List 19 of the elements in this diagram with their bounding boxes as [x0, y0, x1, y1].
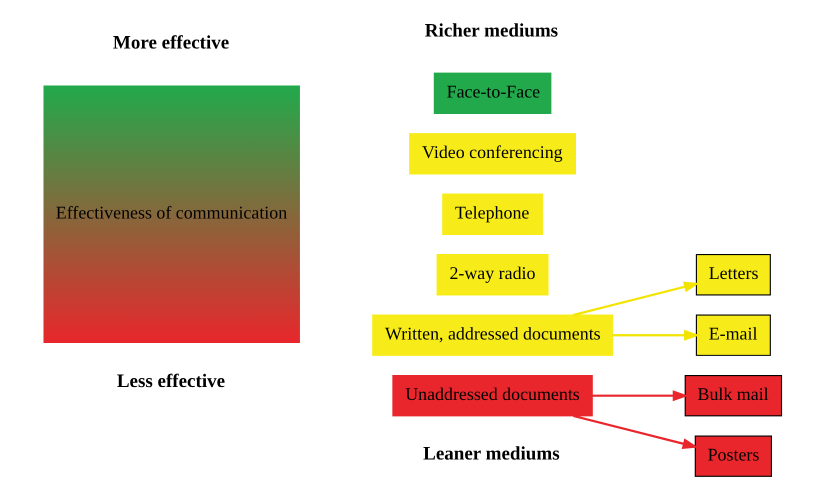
- node-box: Bulk mail: [684, 374, 782, 416]
- arrow: [592, 390, 688, 402]
- node-box: Telephone: [442, 194, 543, 235]
- label: More effective: [112, 32, 230, 54]
- node-box: Face-to-Face: [434, 72, 552, 114]
- node-box: Video conferencing: [409, 133, 576, 174]
- node-box: Letters: [696, 254, 771, 296]
- label: Richer mediums: [424, 20, 558, 42]
- label: Leaner mediums: [423, 444, 560, 465]
- node-box: Unaddressed documents: [392, 374, 593, 416]
- node-box: E-mail: [696, 314, 771, 356]
- arrow: [612, 330, 700, 341]
- arrow: [573, 282, 700, 316]
- node-box: Written, addressed documents: [372, 314, 613, 356]
- node-box: 2-way radio: [436, 254, 549, 296]
- label: Less effective: [116, 370, 226, 392]
- node-box: Posters: [694, 435, 772, 477]
- arrow: [573, 414, 698, 450]
- node-box: Effectiveness of communication: [43, 85, 300, 344]
